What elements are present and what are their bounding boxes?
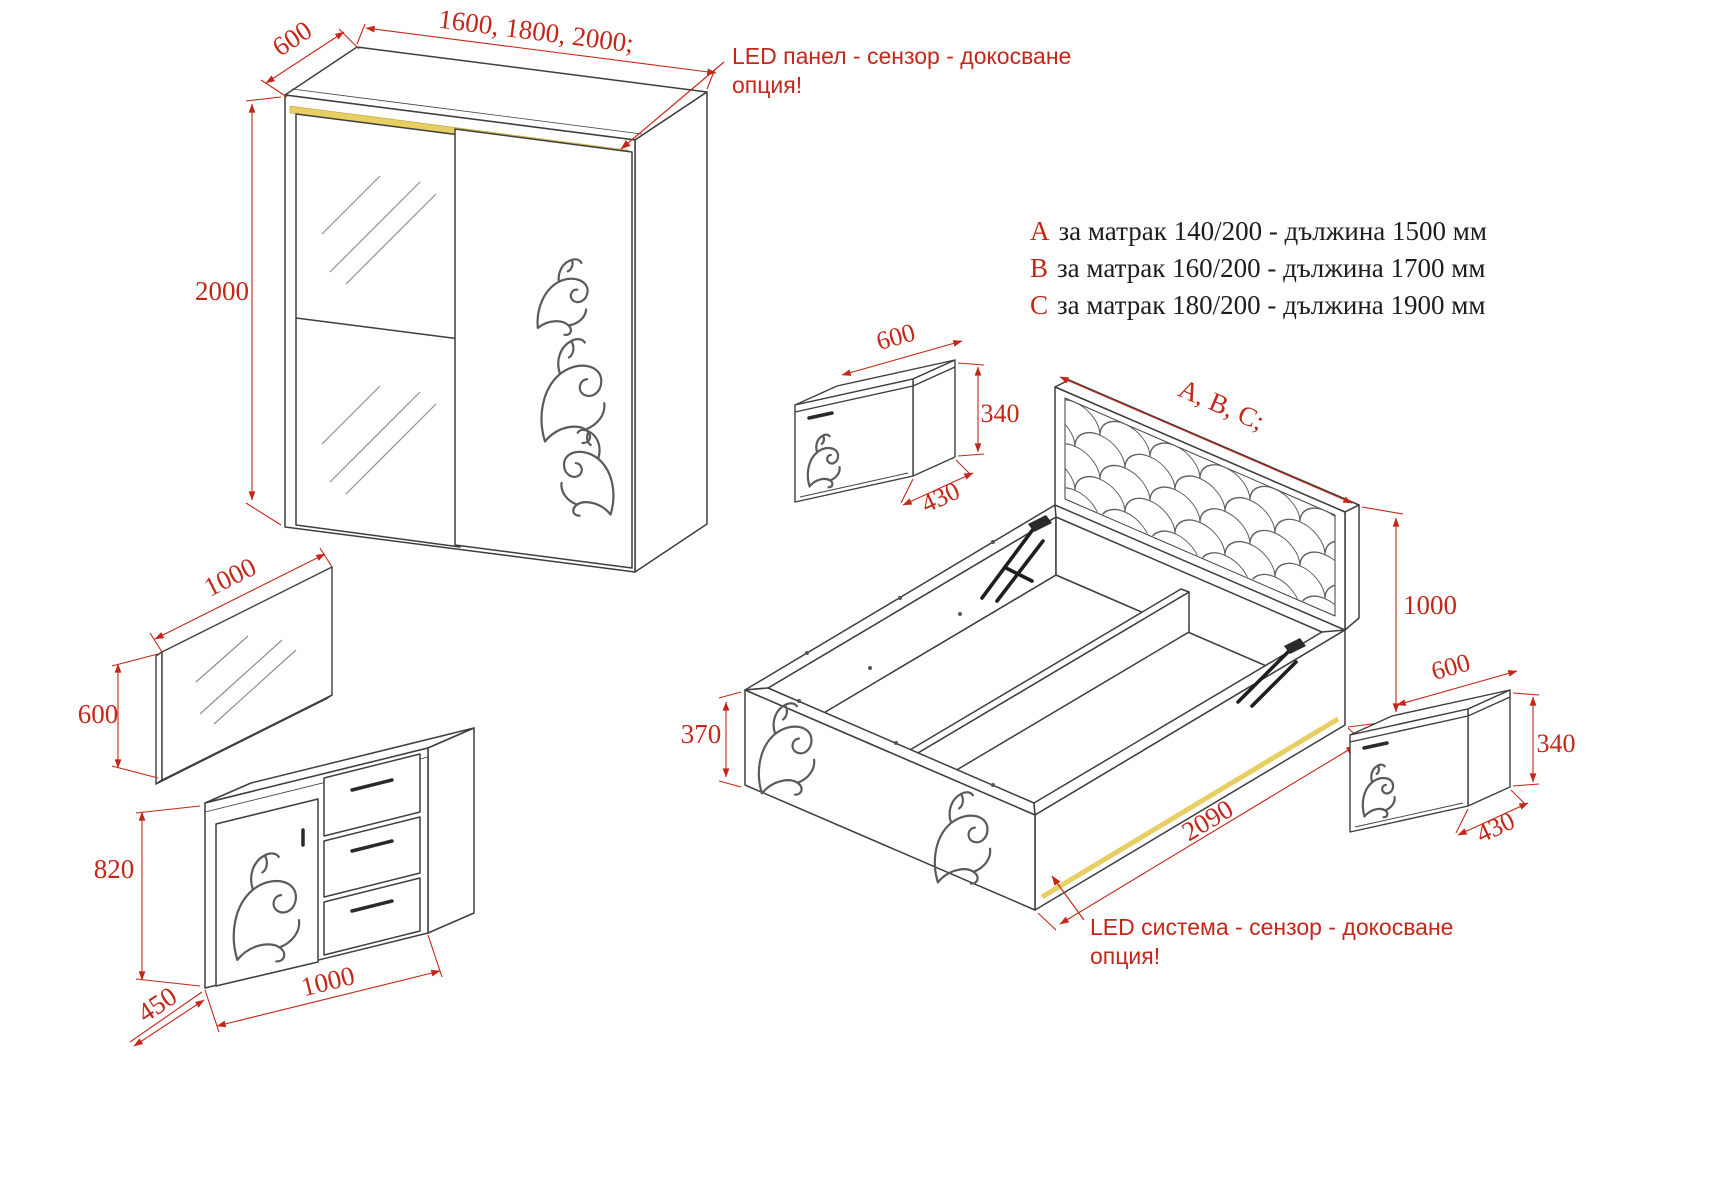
dresser-right-face bbox=[427, 727, 475, 934]
dresser-door bbox=[215, 798, 319, 987]
bed-rail-height-label: 370 bbox=[681, 719, 722, 749]
wardrobe-ornament-door bbox=[454, 128, 633, 569]
gas-lift-left bbox=[980, 526, 1045, 603]
bed-led-note-line1: LED система - сензор - докосване bbox=[1090, 914, 1453, 940]
bed-led-note-line2: опция! bbox=[1090, 943, 1160, 969]
nightstand-right-width-label: 600 bbox=[1428, 648, 1473, 687]
mirror-height-label: 600 bbox=[78, 699, 119, 729]
wardrobe-dimensions bbox=[245, 23, 717, 526]
nightstand-left-depth-label: 430 bbox=[917, 476, 965, 519]
screw-holes bbox=[797, 540, 995, 787]
drawer-handle bbox=[350, 778, 394, 792]
dresser-dimensions bbox=[129, 805, 443, 1047]
headboard-right-edge bbox=[1344, 504, 1360, 631]
nightstand-right-depth-label: 430 bbox=[1472, 806, 1520, 849]
nightstand-left-height-label: 340 bbox=[981, 399, 1020, 428]
mirror-shine-lines bbox=[195, 635, 297, 725]
wardrobe-height-label: 2000 bbox=[195, 276, 249, 306]
wardrobe-drawing bbox=[284, 46, 708, 573]
dresser-drawing bbox=[204, 727, 475, 989]
wardrobe-led-leader bbox=[620, 61, 725, 150]
nightstand-left-width-label: 600 bbox=[873, 318, 918, 357]
wardrobe-mirror-door bbox=[295, 113, 461, 548]
wardrobe-led-note-line1: LED панел - сензор - докосване bbox=[732, 43, 1071, 69]
mirror-dimensions bbox=[111, 547, 333, 779]
dresser-depth-label: 450 bbox=[132, 981, 182, 1028]
mirror-drawing bbox=[155, 566, 333, 785]
mirror-shine-lines bbox=[321, 175, 437, 495]
mirror-glass bbox=[161, 566, 333, 781]
nightstand-left-drawing bbox=[795, 360, 955, 502]
nightstand-right-dimensions bbox=[1396, 670, 1540, 836]
lift-bracket bbox=[1028, 515, 1052, 532]
bed-headboard-height-label: 1000 bbox=[1403, 590, 1457, 620]
bed-led-leader bbox=[1051, 875, 1085, 921]
lift-bracket bbox=[1284, 638, 1306, 654]
mirror-width-label: 1000 bbox=[199, 551, 261, 602]
wardrobe-right-face bbox=[634, 91, 708, 573]
nightstand-left-dimensions bbox=[841, 340, 985, 506]
dresser-width-label: 1000 bbox=[298, 960, 358, 1002]
drawer-handle bbox=[350, 899, 394, 913]
drawer-handle bbox=[350, 839, 394, 853]
dresser-height-label: 820 bbox=[94, 854, 135, 884]
nightstand-right-height-label: 340 bbox=[1537, 729, 1576, 758]
dresser-drawers bbox=[323, 753, 421, 956]
wardrobe-led-note-line2: опция! bbox=[732, 72, 802, 98]
gas-lift-right bbox=[1236, 648, 1298, 708]
bed-sizes-label: A, B, C; bbox=[1174, 373, 1269, 436]
bed-foot-face bbox=[744, 689, 1036, 911]
nightstand-right-drawing bbox=[1350, 690, 1510, 832]
